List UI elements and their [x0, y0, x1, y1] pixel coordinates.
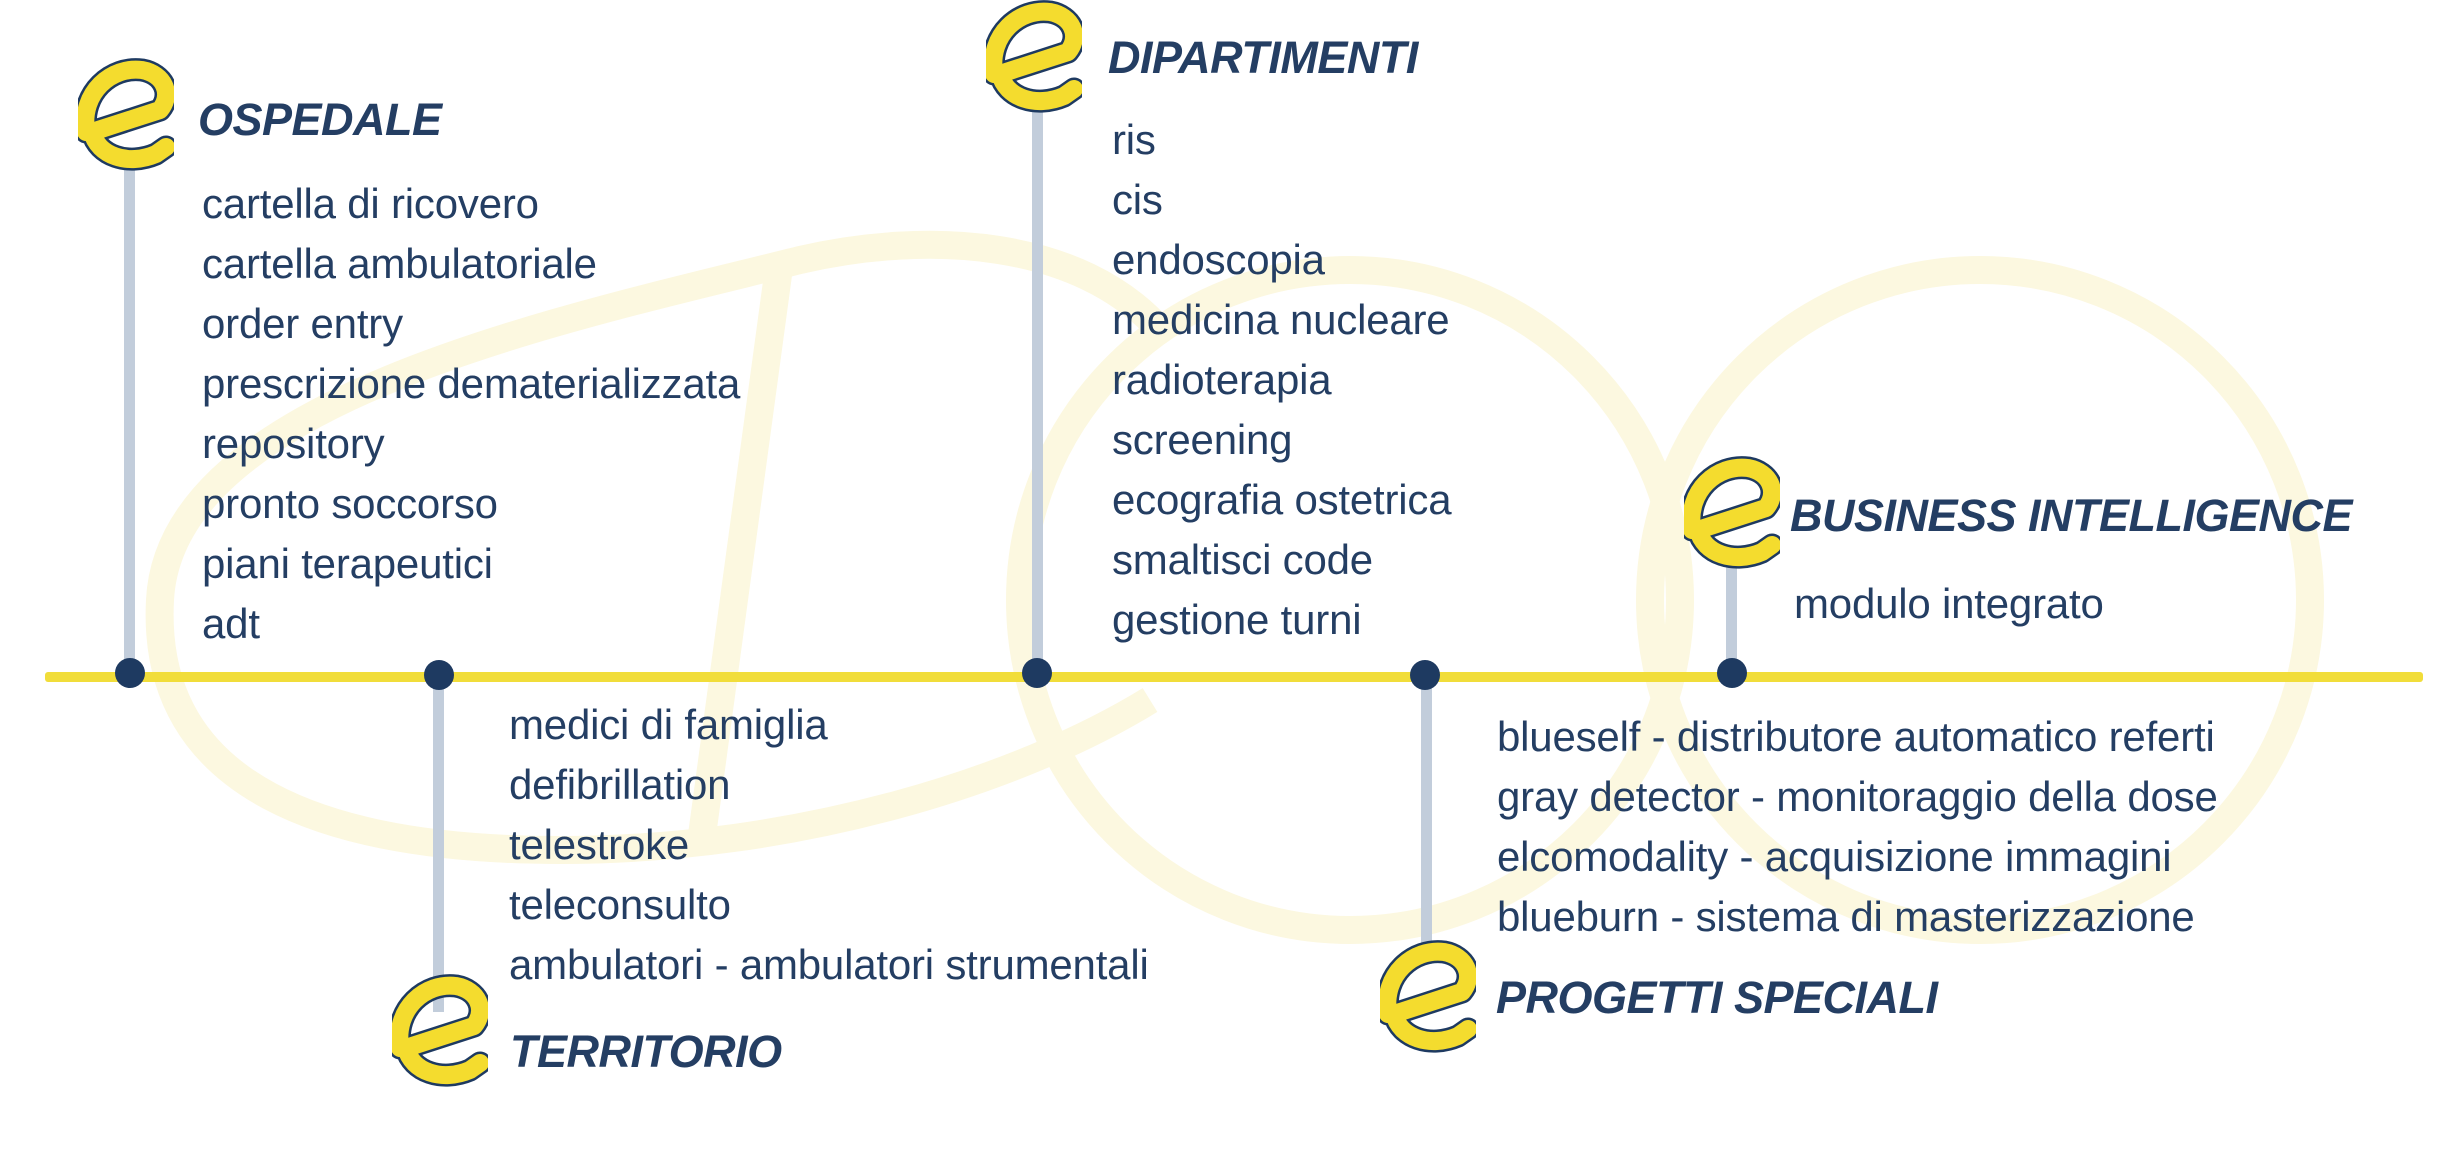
list-item: modulo integrato	[1794, 580, 2104, 627]
e-logo-icon	[1380, 940, 1476, 1060]
list-item: piani terapeutici	[202, 540, 493, 587]
section-title-dipartimenti: DIPARTIMENTI	[1108, 32, 1418, 83]
stem-dipartimenti	[1032, 100, 1043, 672]
list-item: defibrillation	[509, 761, 731, 808]
items-dipartimenti: ris cis endoscopia medicina nucleare rad…	[1112, 110, 1452, 650]
list-item: teleconsulto	[509, 881, 731, 928]
list-item: telestroke	[509, 821, 690, 868]
stem-progetti-speciali	[1421, 682, 1432, 964]
dot-territorio	[424, 660, 454, 690]
list-item: gestione turni	[1112, 596, 1362, 643]
list-item: adt	[202, 600, 260, 647]
list-item: cartella di ricovero	[202, 180, 539, 227]
stem-business-intelligence	[1726, 565, 1737, 672]
e-logo-icon	[1684, 456, 1780, 576]
list-item: radioterapia	[1112, 356, 1332, 403]
list-item: ris	[1112, 116, 1156, 163]
items-territorio: medici di famiglia defibrillation telest…	[509, 695, 1149, 995]
section-title-ospedale: OSPEDALE	[198, 94, 442, 145]
list-item: blueself - distributore automatico refer…	[1497, 713, 2215, 760]
stem-territorio	[433, 682, 444, 1012]
section-title-territorio: TERRITORIO	[510, 1026, 782, 1077]
list-item: order entry	[202, 300, 403, 347]
dot-business-intelligence	[1717, 658, 1747, 688]
list-item: cartella ambulatoriale	[202, 240, 597, 287]
dot-ospedale	[115, 658, 145, 688]
list-item: repository	[202, 420, 385, 467]
timeline-axis	[45, 672, 2423, 682]
list-item: endoscopia	[1112, 236, 1325, 283]
section-title-business-intelligence: BUSINESS INTELLIGENCE	[1790, 490, 2353, 541]
dot-progetti-speciali	[1410, 660, 1440, 690]
list-item: elcomodality - acquisizione immagini	[1497, 833, 2172, 880]
list-item: gray detector - monitoraggio della dose	[1497, 773, 2218, 820]
list-item: medicina nucleare	[1112, 296, 1450, 343]
list-item: medici di famiglia	[509, 701, 828, 748]
items-progetti-speciali: blueself - distributore automatico refer…	[1497, 707, 2218, 947]
list-item: ecografia ostetrica	[1112, 476, 1452, 523]
list-item: cis	[1112, 176, 1163, 223]
list-item: screening	[1112, 416, 1293, 463]
list-item: prescrizione dematerializzata	[202, 360, 741, 407]
stem-ospedale	[124, 160, 135, 672]
e-logo-icon	[392, 974, 488, 1094]
list-item: smaltisci code	[1112, 536, 1373, 583]
items-ospedale: cartella di ricovero cartella ambulatori…	[202, 174, 740, 654]
section-title-progetti-speciali: PROGETTI SPECIALI	[1496, 972, 1938, 1023]
list-item: blueburn - sistema di masterizzazione	[1497, 893, 2195, 940]
items-business-intelligence: modulo integrato	[1794, 574, 2104, 634]
list-item: pronto soccorso	[202, 480, 498, 527]
list-item: ambulatori - ambulatori strumentali	[509, 941, 1149, 988]
e-logo-icon	[986, 0, 1082, 120]
dot-dipartimenti	[1022, 658, 1052, 688]
e-logo-icon	[78, 58, 174, 178]
